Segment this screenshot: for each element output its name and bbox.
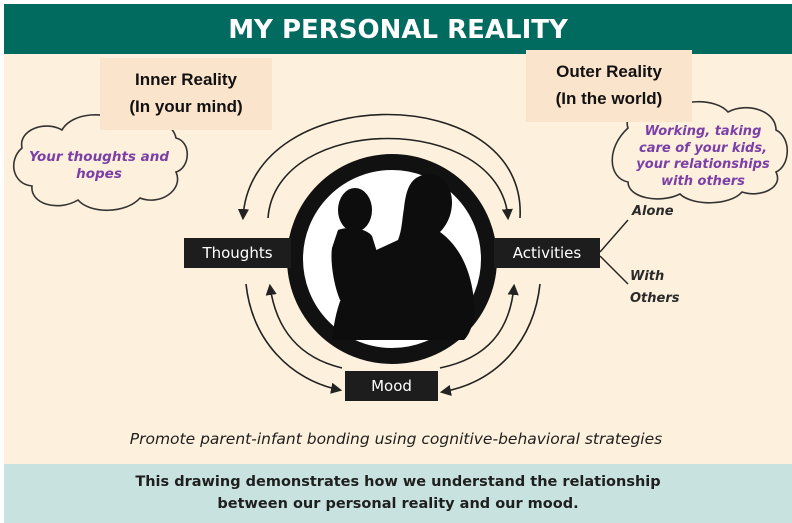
footer-line-2: between our personal reality and our moo… — [217, 496, 579, 512]
thoughts-node: Thoughts — [184, 238, 291, 268]
parent-child-silhouette-icon — [331, 173, 475, 340]
branch-with-others — [599, 255, 629, 285]
inner-reality-label: Inner Reality (In your mind) — [100, 58, 272, 130]
outer-reality-title: Outer Reality — [556, 62, 662, 81]
inner-reality-title: Inner Reality — [134, 70, 238, 89]
right-cloud-line-4: with others — [661, 173, 745, 189]
arrow-right-outer — [439, 283, 541, 396]
footer-panel — [4, 464, 792, 523]
left-cloud — [12, 114, 189, 211]
outer-reality-subtitle: (In the world) — [555, 89, 663, 108]
inner-reality-subtitle: (In your mind) — [129, 97, 243, 116]
with-others-line-1: With — [630, 269, 665, 284]
left-cloud-line-2: hopes — [76, 166, 122, 182]
with-others-label: With Others — [630, 266, 680, 310]
arrow-left-inner — [265, 283, 343, 369]
with-others-line-2: Others — [630, 291, 680, 306]
arrow-top-outer — [237, 113, 521, 221]
left-cloud-text: Your thoughts and hopes — [24, 149, 174, 183]
outer-reality-label: Outer Reality (In the world) — [526, 50, 692, 122]
header-bar: MY PERSONAL REALITY — [4, 4, 792, 54]
footer-line-1: This drawing demonstrates how we underst… — [135, 474, 661, 490]
right-cloud-text: Working, taking care of your kids, your … — [628, 124, 778, 190]
branch-alone — [599, 219, 629, 253]
right-cloud-line-3: your relationships — [636, 157, 770, 172]
right-cloud-line-2: care of your kids, — [638, 140, 768, 156]
activities-node: Activities — [494, 238, 600, 268]
alone-label: Alone — [632, 204, 674, 219]
right-cloud-line-1: Working, taking — [644, 124, 762, 139]
arrow-left-outer — [245, 283, 343, 394]
diagram-caption: Promote parent-infant bonding using cogn… — [129, 430, 663, 448]
arrow-top-inner — [267, 137, 513, 221]
mood-node: Mood — [345, 371, 438, 401]
left-cloud-line-1: Your thoughts and — [28, 149, 170, 165]
page-title: MY PERSONAL REALITY — [228, 15, 568, 45]
arrow-right-inner — [439, 283, 519, 369]
